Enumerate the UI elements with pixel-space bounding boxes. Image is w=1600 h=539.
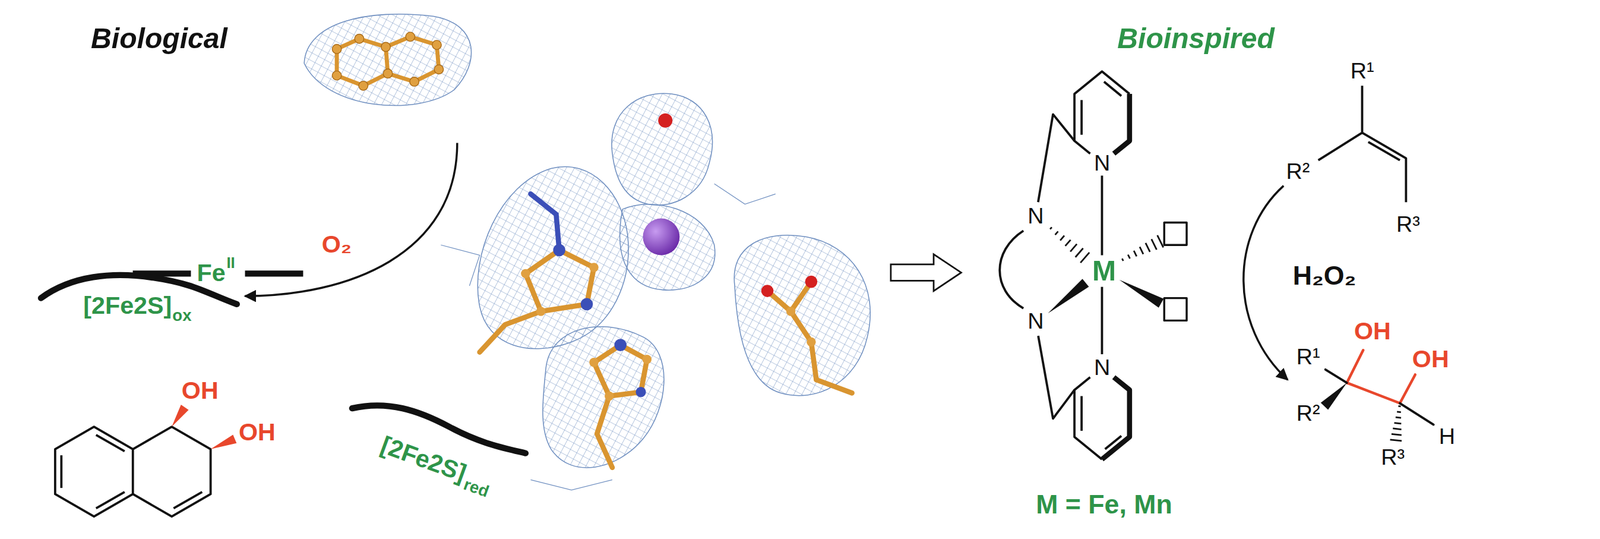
hashed-wedge [1070, 244, 1077, 252]
hashed-wedge [1394, 422, 1402, 424]
complex-structure [999, 71, 1187, 460]
substituent-label: R¹ [1350, 59, 1375, 83]
hashed-wedge [1060, 235, 1065, 241]
protein-strand [40, 274, 526, 454]
hashed-wedge [1050, 226, 1052, 229]
substituent-label: R² [1286, 160, 1311, 183]
atom-label: N [1027, 204, 1044, 228]
hashed-wedge [1395, 416, 1402, 419]
section-heading: Bioinspired [1117, 23, 1275, 53]
hashed-wedge [1390, 439, 1402, 441]
reagent-label: O₂ [321, 232, 352, 258]
hashed-wedge [1151, 238, 1157, 250]
hashed-wedge [1396, 410, 1402, 413]
hydroxyl-label: OH [238, 420, 276, 445]
reagent-label: H₂O₂ [1292, 262, 1357, 290]
cluster-state: red [462, 475, 492, 500]
transition-arrow [890, 254, 962, 292]
metal-legend: M = Fe, Mn [1035, 490, 1173, 518]
hashed-wedge [1065, 239, 1071, 246]
hashed-wedge [1133, 250, 1137, 257]
hashed-wedge [1121, 258, 1124, 261]
active-site-density [440, 93, 871, 490]
oxidation-state: II [226, 255, 235, 271]
metal-label: Fe [197, 261, 226, 286]
substituent-label: R³ [1380, 446, 1405, 469]
metal-label: M [1092, 255, 1116, 285]
stereo-wedges [171, 226, 1402, 449]
atom-label: N [1093, 152, 1111, 175]
hashed-wedge [1127, 254, 1130, 259]
hashed-wedge [1145, 242, 1150, 252]
bold-wedge [1119, 279, 1165, 308]
bold-wedge [1320, 382, 1347, 410]
hashed-wedge [1075, 248, 1084, 258]
cluster-label: [2Fe2S] [83, 293, 172, 319]
substituent-label: R³ [1396, 213, 1421, 236]
reaction-arrow [245, 142, 458, 296]
atom-label: N [1093, 356, 1111, 379]
bold-wedge [1047, 278, 1089, 313]
substrate-density [304, 14, 471, 106]
alkene-structure [1318, 85, 1407, 202]
reaction-arrow [1243, 185, 1288, 380]
substituent-label: R² [1296, 402, 1321, 425]
cluster-label: [2Fe2S] [377, 432, 470, 486]
atom-label: H [1439, 425, 1456, 448]
bold-wedge [210, 434, 237, 449]
diol-structure [55, 426, 211, 517]
substituent-label: R¹ [1296, 345, 1321, 369]
hashed-wedge [1139, 246, 1144, 254]
hydroxyl-label: OH [1412, 346, 1450, 372]
hashed-wedge [1398, 405, 1401, 407]
hashed-wedge [1157, 235, 1164, 248]
hydroxyl-label: OH [1354, 319, 1391, 344]
hashed-wedge [1055, 231, 1059, 235]
hashed-wedge [1391, 433, 1402, 435]
cluster-state: ox [172, 307, 192, 324]
hashed-wedge [1080, 252, 1090, 263]
hydroxyl-label: OH [181, 378, 219, 403]
section-heading: Biological [90, 23, 228, 53]
bold-wedge [171, 404, 189, 427]
atom-label: N [1027, 310, 1044, 333]
hashed-wedge [1392, 428, 1402, 430]
